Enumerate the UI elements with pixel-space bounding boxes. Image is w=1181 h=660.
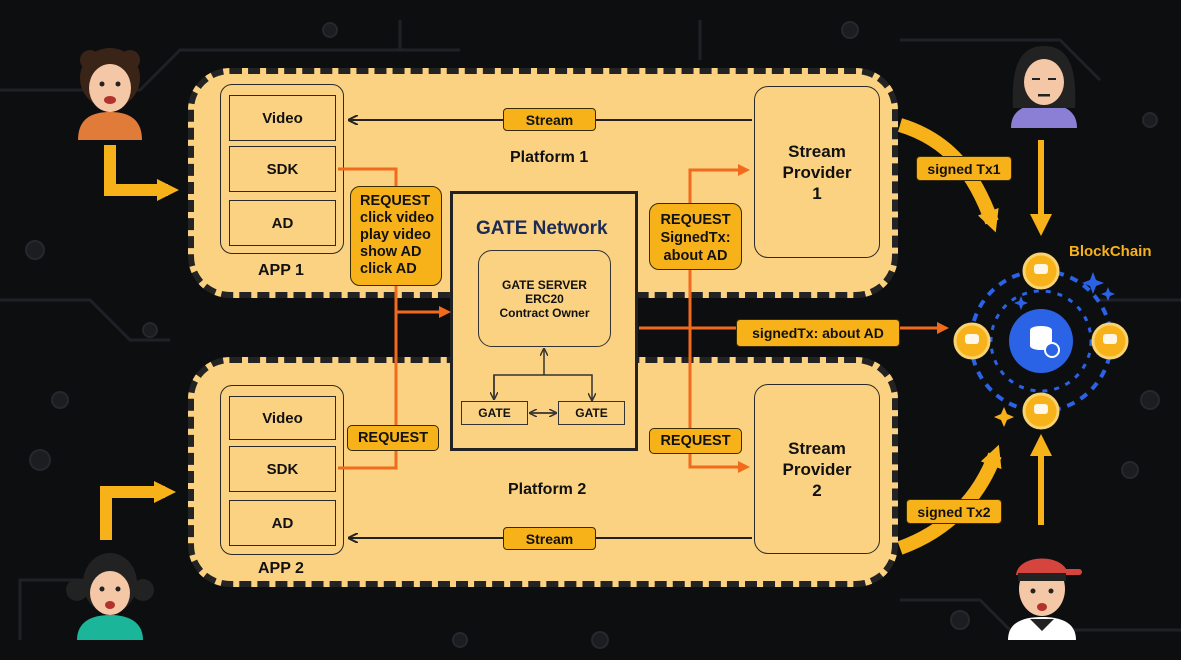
provider-2-request-box: REQUEST bbox=[649, 428, 742, 454]
provider-request-line-3: about AD bbox=[663, 248, 728, 264]
app-1-video-module: Video bbox=[229, 95, 336, 141]
platform-2-title: Platform 2 bbox=[508, 481, 587, 498]
app-2-ad-module: AD bbox=[229, 500, 336, 546]
gate-node-left: GATE bbox=[461, 401, 528, 425]
gate-server-line-1: GATE SERVER bbox=[502, 278, 587, 292]
stream-provider-1: Stream Provider 1 bbox=[754, 86, 880, 258]
provider-request-line-2: SignedTx: bbox=[660, 230, 731, 246]
app-1-sdk-module: SDK bbox=[229, 146, 336, 192]
app-2-request-box: REQUEST bbox=[347, 425, 439, 451]
app-1-request-box: REQUEST click video play video show AD c… bbox=[350, 186, 442, 286]
app-2-label: APP 2 bbox=[258, 560, 304, 577]
user-2-avatar bbox=[66, 553, 154, 640]
user-1-avatar bbox=[78, 48, 142, 140]
platform-1-title: Platform 1 bbox=[510, 149, 589, 166]
provider-request-line-1: REQUEST bbox=[660, 212, 731, 228]
request-line-2: click video bbox=[360, 210, 435, 226]
request-line-5: click AD bbox=[360, 261, 417, 277]
request-line-3: play video bbox=[360, 227, 431, 243]
signed-tx1-tag: signed Tx1 bbox=[916, 156, 1012, 181]
gate-node-right: GATE bbox=[558, 401, 625, 425]
gate-server-line-2: ERC20 bbox=[525, 292, 564, 306]
stream-2-tag: Stream bbox=[503, 527, 596, 550]
gate-server-box: GATE SERVER ERC20 Contract Owner bbox=[478, 250, 611, 347]
signed-tx2-tag: signed Tx2 bbox=[906, 499, 1002, 524]
app-2-container bbox=[220, 385, 344, 555]
provider-1-request-box: REQUEST SignedTx: about AD bbox=[649, 203, 742, 270]
app-1-label: APP 1 bbox=[258, 262, 304, 279]
signed-tx-about-ad-tag: signedTx: about AD bbox=[736, 319, 900, 347]
app-2-sdk-module: SDK bbox=[229, 446, 336, 492]
app-1-ad-module: AD bbox=[229, 200, 336, 246]
user-3-avatar bbox=[1011, 46, 1077, 128]
request-line-1: REQUEST bbox=[360, 193, 431, 209]
stream-provider-2: Stream Provider 2 bbox=[754, 384, 880, 554]
user-4-avatar bbox=[1008, 558, 1082, 640]
stream-1-tag: Stream bbox=[503, 108, 596, 131]
app-2-video-module: Video bbox=[229, 396, 336, 440]
request-line-4: show AD bbox=[360, 244, 422, 260]
gate-network-title: GATE Network bbox=[476, 218, 608, 239]
gate-server-line-3: Contract Owner bbox=[499, 306, 590, 320]
blockchain-label: BlockChain bbox=[1069, 243, 1152, 260]
